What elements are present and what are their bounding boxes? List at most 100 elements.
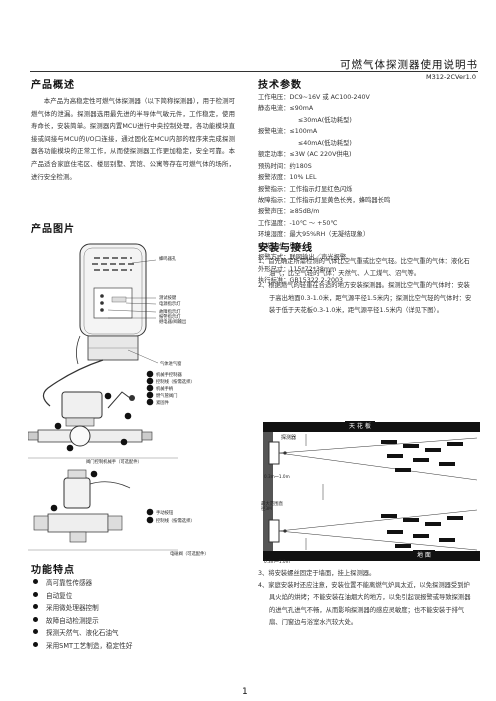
label-gas-inlet: 气体进气窗 <box>160 362 182 367</box>
spec-key: 额定功率： <box>258 151 290 159</box>
spec-row: 报警浓度：10% LEL <box>258 172 390 183</box>
spec-key: 外形尺寸： <box>258 265 290 273</box>
label-relay-output: 继电器/阀输出 <box>159 320 187 325</box>
bullet-icon <box>33 604 38 610</box>
spec-row: 执行标准：GB15322.2-2003 <box>258 275 390 286</box>
spec-value: DC9~16V 或 AC100-240V <box>289 94 370 101</box>
bullet-icon <box>33 641 38 647</box>
spec-key: 故障指示： <box>258 196 290 204</box>
spec-key: 报警指示： <box>258 185 290 193</box>
model-number: M312-2CVer1.0 <box>426 73 476 81</box>
spec-value: GB15322.2-2003 <box>289 277 344 284</box>
spec-row: 安装方式：壁挂 <box>258 241 390 252</box>
label-control-wire-2: 控制线（按需选择） <box>156 519 195 524</box>
install-steps: 1、首先确定所需检测的气体比空气重或比空气轻。比空气重的气体：液化石油气；比空气… <box>258 256 474 317</box>
spec-key: 安装方式： <box>258 242 290 250</box>
spec-key: 工作温度： <box>258 219 290 227</box>
caption-manipulator: 阀门控制机械手（可选配件） <box>86 460 142 465</box>
spec-key: 静态电流： <box>258 105 290 113</box>
picture-heading: 产品图片 <box>31 224 75 235</box>
product-picture: 蜂鸣器孔 测试按键 电源指示灯 故障指示灯 报警指示灯 继电器/阀输出 气体进气… <box>27 238 220 557</box>
features-heading: 功能特点 <box>31 565 75 576</box>
label-control-wire: 控制线（按需选择） <box>156 380 195 385</box>
spec-row: 环境湿度：最大95%RH（无凝结现象） <box>258 229 390 240</box>
install-step: 2、根据燃气的轻重在合适的地方安装探测器。探测比空气重的气体时：安装于高出地面0… <box>258 282 472 314</box>
product-illustration <box>27 243 178 551</box>
label-manipulator-controller: 机械手控制器 <box>156 373 182 378</box>
feature-item: 自动复位 <box>33 590 132 603</box>
spec-row: 额定功率：≤3W (AC 220V供电) <box>258 149 390 160</box>
spec-row: 外形尺寸：115*72*38mm <box>258 264 390 275</box>
spec-key: 报警方式： <box>258 254 290 262</box>
overview-text: 本产品为高稳定性可燃气体探测器（以下简称探测器），用于检测可燃气体的泄漏。探测器… <box>31 97 235 181</box>
spec-key: 报警电流： <box>258 128 290 136</box>
overview-heading: 产品概述 <box>31 80 75 91</box>
detector-label: 探测器 <box>281 435 297 441</box>
spec-row: 工作温度：-10℃ ～ +50℃ <box>258 218 390 229</box>
range-label: 最大范围直径3M <box>261 502 283 512</box>
spec-value: ≤100mA <box>289 128 318 136</box>
install-diagram: 天 花 板 地 面 探测器 0.3m～1.0m 最大范围直径3M 0.3m～1.… <box>261 418 480 566</box>
spec-value: 115*72*38mm <box>289 265 337 273</box>
spec-value: ≤40mA(低功耗型) <box>298 139 352 147</box>
feature-item: 故障自动检测提示 <box>33 615 132 628</box>
ceiling-label: 天 花 板 <box>345 421 375 430</box>
label-test-key: 测试按键 <box>159 296 177 301</box>
spec-key: 执行标准： <box>258 277 290 284</box>
bottom-distance: 0.3m～1.0m <box>264 559 290 564</box>
top-distance: 0.3m～1.0m <box>264 474 290 479</box>
spec-value: ≤30mA(低功耗型) <box>298 116 352 124</box>
feature-item: 探测天然气、液化石油气 <box>33 627 132 640</box>
feature-item: 采用SMT工艺制造，稳定性好 <box>33 640 132 653</box>
label-fault-led: 故障指示灯 <box>159 310 181 315</box>
spec-key: 预热时间： <box>258 162 290 170</box>
spec-key: 报警浓度： <box>258 174 290 182</box>
label-gas-valve: 燃气管阀门 <box>156 394 178 399</box>
spec-value: -10℃ ～ +50℃ <box>289 219 338 227</box>
label-handle: 机械手柄 <box>156 387 174 392</box>
spec-row: 工作电压：DC9~16V 或 AC100-240V <box>258 92 390 103</box>
spec-value: 联网输出／声光报警 <box>289 254 347 262</box>
label-power-led: 电源指示灯 <box>159 302 181 307</box>
spec-row: 静态电流：≤90mA <box>258 103 390 114</box>
label-alarm-led: 报警指示灯 <box>159 315 181 320</box>
spec-row: 报警方式：联网输出／声光报警 <box>258 252 390 263</box>
spec-key: 工作电压： <box>258 94 290 101</box>
feature-list: 高可靠性传感器 自动复位 采用微处理器控制 故障自动检测提示 探测天然气、液化石… <box>33 577 132 653</box>
spec-row: 报警电流：≤100mA <box>258 126 390 137</box>
spec-row: 预热时间：约180S <box>258 161 390 172</box>
label-fastener: 紧固件 <box>156 401 169 406</box>
floor-label: 地 面 <box>413 550 435 559</box>
page-number: 1 <box>242 687 248 697</box>
specs-heading: 技术参数 <box>258 80 302 91</box>
spec-value: 工作指示灯显黄色长亮，蜂鸣器长鸣 <box>289 196 391 204</box>
header-title: 可燃气体探测器使用说明书 <box>340 59 478 71</box>
spec-row: 报警声压：≥85dB/m <box>258 206 390 217</box>
spec-row: 报警指示：工作指示灯显红色闪烁 <box>258 184 390 195</box>
spec-value: ≥85dB/m <box>289 208 320 216</box>
install-note: 3、将安装螺丝固定于墙面，挂上探测器。 <box>258 570 376 577</box>
spec-key: 报警声压： <box>258 208 290 216</box>
feature-item: 高可靠性传感器 <box>33 577 132 590</box>
spec-value: 约180S <box>289 162 312 170</box>
install-note: 4、家庭安装时还应注意，安装位置不能离燃气炉具太近，以免探测器受到炉具火焰的烘烤… <box>258 582 471 626</box>
spec-value: ≤90mA <box>289 105 314 113</box>
caption-solenoid: 电磁阀（可选配件） <box>170 552 209 557</box>
label-buzzer: 蜂鸣器孔 <box>159 257 177 262</box>
feature-item: 采用微处理器控制 <box>33 602 132 615</box>
spec-value: 壁挂 <box>289 242 303 250</box>
spec-key: 环境湿度： <box>258 231 290 239</box>
spec-row: ≤40mA(低功耗型) <box>258 138 390 149</box>
spec-value: 最大95%RH（无凝结现象） <box>289 231 370 239</box>
bullet-icon <box>33 591 38 597</box>
install-step: 1、首先确定所需检测的气体比空气重或比空气轻。比空气重的气体：液化石油气；比空气… <box>258 258 470 278</box>
spec-value: ≤3W (AC 220V供电) <box>289 151 352 159</box>
bullet-icon <box>33 616 38 622</box>
spec-row: 故障指示：工作指示灯显黄色长亮，蜂鸣器长鸣 <box>258 195 390 206</box>
install-notes: 3、将安装螺丝固定于墙面，挂上探测器。 4、家庭安装时还应注意，安装位置不能离燃… <box>258 568 474 629</box>
spec-row: ≤30mA(低功耗型) <box>258 115 390 126</box>
install-heading: 安装与接线 <box>258 243 313 254</box>
bullet-icon <box>33 629 38 635</box>
bullet-icon <box>33 579 38 584</box>
